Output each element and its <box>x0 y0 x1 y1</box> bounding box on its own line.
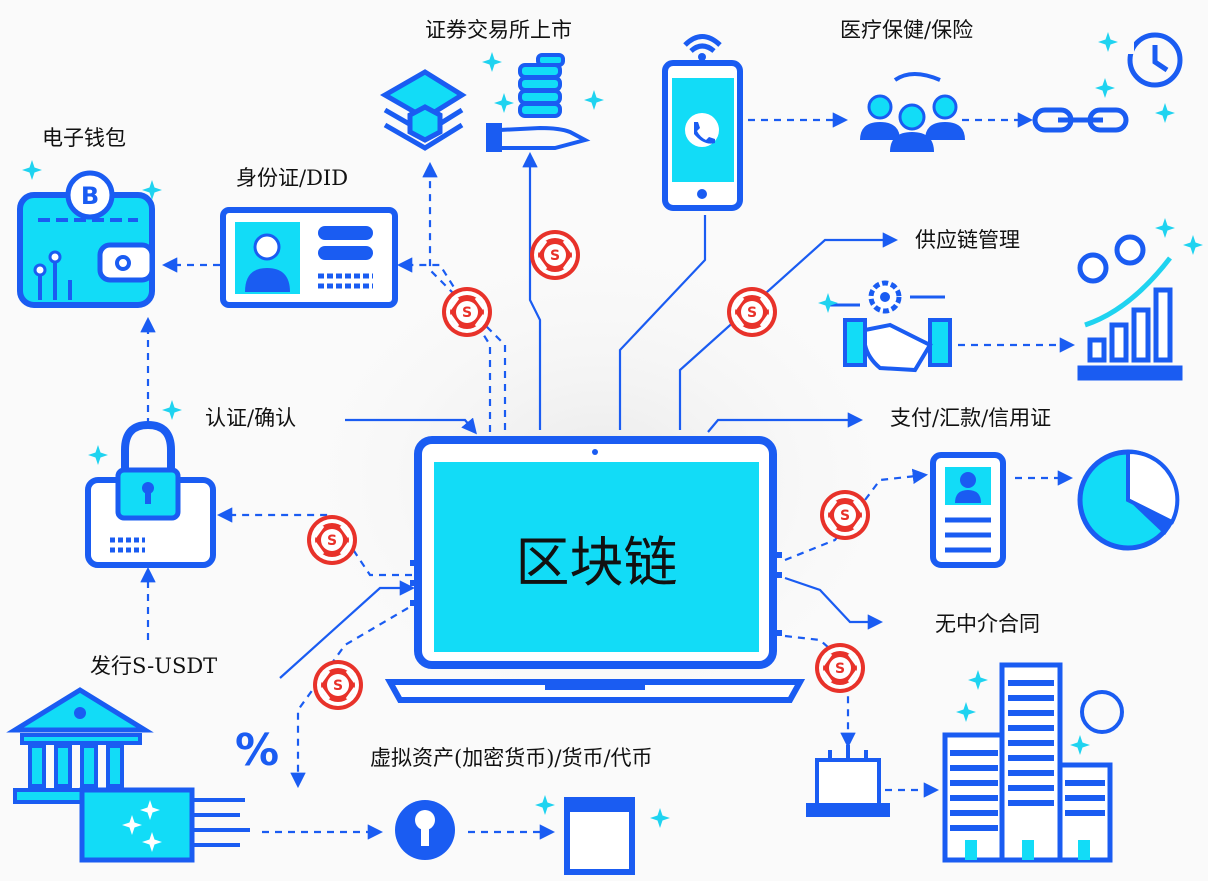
node-e-wallet: 电子钱包 <box>42 126 126 150</box>
link-stock-exchange <box>422 161 507 430</box>
badge-glyph: S <box>333 678 343 694</box>
node-virtual-assets: 虚拟资产(加密货币)/货币/代币 <box>370 746 653 770</box>
growth-chart-icon <box>1077 234 1183 381</box>
bank-icon <box>6 687 250 863</box>
node-identity: 身份证/DID <box>236 166 349 190</box>
badge-glyph: S <box>462 305 472 321</box>
node-payment: 支付/汇款/信用证 <box>890 406 1052 430</box>
blocks-stack-icon <box>379 69 467 151</box>
badge-glyph: S <box>550 248 560 264</box>
node-issue-token: 发行S-USDT <box>90 654 218 678</box>
link-no-intermediary <box>784 576 884 630</box>
coins-hand-icon <box>486 53 591 152</box>
link-authentication <box>345 417 477 435</box>
clock-history-icon <box>1127 32 1183 88</box>
chain-link-icon <box>1032 107 1129 133</box>
network-laptop-icon <box>806 745 890 817</box>
link-payment <box>707 412 864 433</box>
node-supply-chain: 供应链管理 <box>915 228 1020 252</box>
node-authentication: 认证/确认 <box>205 406 297 430</box>
laptop-icon <box>384 436 806 703</box>
key-icon <box>395 800 455 860</box>
node-stock-exchange: 证券交易所上市 <box>425 18 572 42</box>
people-group-icon <box>860 72 965 152</box>
lock-terminal-icon <box>85 420 216 568</box>
node-healthcare: 医疗保健/保险 <box>840 18 974 42</box>
handshake-gear-icon <box>830 280 952 373</box>
svg-text:B: B <box>81 182 99 210</box>
badge-glyph: S <box>747 305 757 321</box>
badge-glyph: S <box>835 661 845 677</box>
percent-symbol: % <box>235 725 279 776</box>
center-label: 区块链 <box>515 530 678 594</box>
badge-glyph: S <box>327 533 337 549</box>
buildings-icon <box>942 662 1113 863</box>
pie-chart-icon <box>1077 449 1180 551</box>
wallet-icon: B <box>17 170 155 308</box>
node-no-intermediary: 无中介合同 <box>935 612 1040 636</box>
link-phone <box>618 215 707 430</box>
phone-icon <box>662 34 743 211</box>
link-issue-token <box>279 580 416 679</box>
profile-card-icon <box>930 452 1006 568</box>
id-card-icon <box>220 207 398 308</box>
badge-glyph: S <box>840 508 850 524</box>
dollar-coin-icon <box>1080 690 1124 734</box>
link-stock-exchange-2 <box>522 151 542 430</box>
document-icon <box>564 797 635 875</box>
